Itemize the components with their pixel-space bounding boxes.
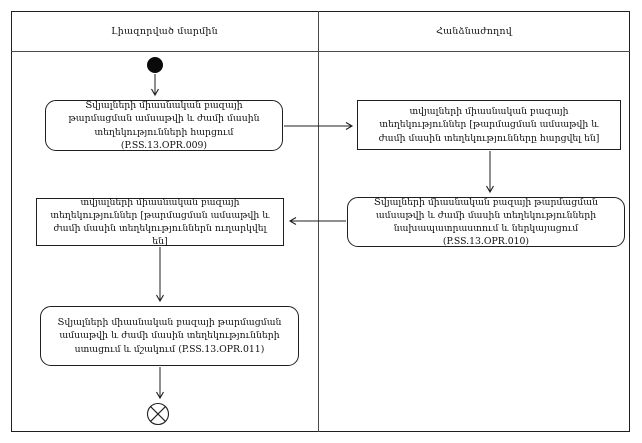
activity-node-opr-010-label: Տվյալների միասնական բազայի թարմացման ամս… <box>374 196 598 248</box>
activity-node-opr-010: Տվյալների միասնական բազայի թարմացման ամս… <box>347 197 625 247</box>
activity-node-opr-009: Տվյալների միասնական բազայի թարմացման ամս… <box>45 100 283 151</box>
object-node-info-requested-label: տվյալների միասնական բազայի տեղեկությունն… <box>378 106 600 144</box>
activity-node-opr-009-label: Տվյալների միասնական բազայի թարմացման ամս… <box>68 100 260 151</box>
swimlane-vertical-divider <box>318 11 319 432</box>
swimlane-header-authorized-body: Լիազորված մարմին <box>111 25 218 37</box>
swimlane-header-divider <box>11 51 630 52</box>
activity-node-opr-011-label: Տվյալների միասնական բազայի թարմացման ամս… <box>57 317 282 355</box>
activity-node-opr-011: Տվյալների միասնական բազայի թարմացման ամս… <box>40 306 299 366</box>
diagram-outer-frame <box>11 11 630 432</box>
swimlane-header-commission: Հանձնաժողով <box>436 25 512 37</box>
object-node-info-sent-label: տվյալների միասնական բազայի տեղեկությունն… <box>50 196 270 248</box>
object-node-info-sent: տվյալների միասնական բազայի տեղեկությունն… <box>36 196 284 248</box>
object-node-info-requested: տվյալների միասնական բազայի տեղեկությունն… <box>357 100 621 150</box>
